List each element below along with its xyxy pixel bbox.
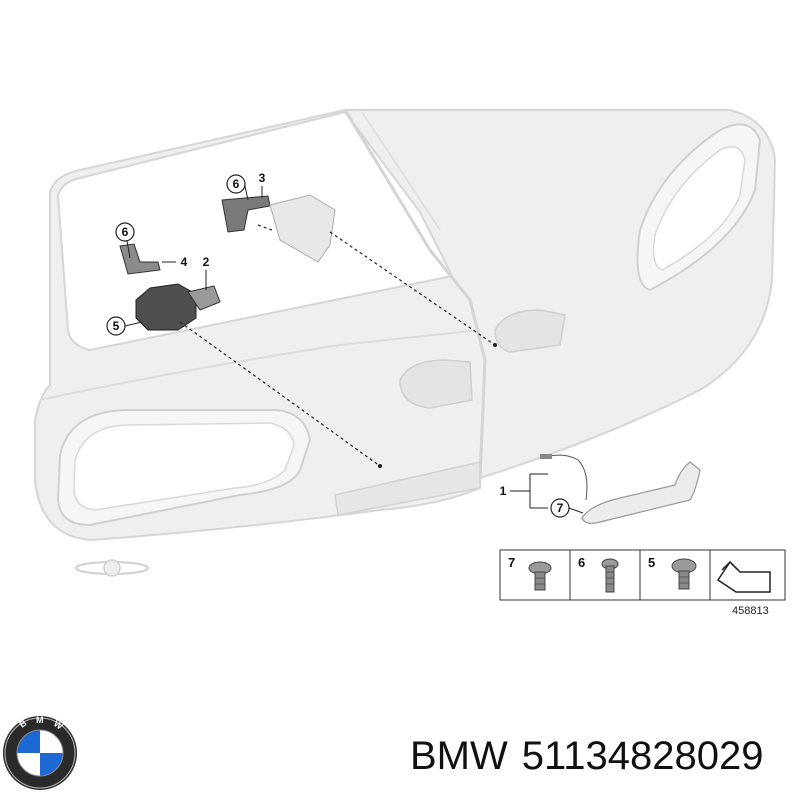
callout-6a: 6: [226, 174, 249, 201]
svg-text:6: 6: [233, 177, 240, 191]
screw-pan-head-icon: [671, 558, 697, 590]
svg-text:7: 7: [508, 555, 515, 570]
svg-text:6: 6: [578, 555, 585, 570]
part-number: 51134828029: [521, 734, 764, 778]
svg-text:3: 3: [259, 171, 266, 185]
callout-5: 5: [106, 316, 143, 336]
svg-text:M: M: [36, 715, 44, 725]
callout-7: 7: [550, 498, 584, 518]
callout-1: 1: [500, 473, 548, 509]
vehicle-rear-body: [34, 109, 777, 577]
svg-text:6: 6: [122, 225, 129, 239]
parts-legend: 7 6 5: [499, 549, 786, 601]
callout-3: 3: [259, 171, 266, 198]
leader-lines: [179, 224, 496, 467]
screw-long-icon: [601, 558, 619, 593]
callout-2: 2: [203, 255, 210, 290]
brand-name: BMW: [410, 734, 508, 778]
callout-6b: 6: [115, 222, 135, 259]
latch-part-3: [221, 194, 336, 263]
svg-text:4: 4: [181, 255, 188, 269]
legend-item-6: 6: [578, 555, 619, 593]
screw-flat-head-icon: [528, 561, 552, 591]
svg-text:5: 5: [648, 555, 655, 570]
diagram-number: 458813: [732, 605, 769, 617]
svg-text:1: 1: [500, 484, 507, 498]
bracket-part-4: [119, 243, 161, 275]
legend-item-5: 5: [648, 555, 697, 590]
callout-4: 4: [162, 255, 188, 269]
handle-part-1: [540, 454, 701, 524]
svg-text:B: B: [17, 717, 28, 729]
trunk-arrow-icon: [716, 560, 771, 593]
bracket-part-2: [187, 285, 221, 311]
brand-part-number: BMW 51134828029: [410, 734, 778, 779]
svg-text:2: 2: [203, 255, 210, 269]
svg-text:5: 5: [113, 319, 120, 333]
bmw-logo: B M W: [3, 715, 77, 790]
svg-text:7: 7: [557, 501, 564, 515]
legend-item-7: 7: [508, 555, 552, 591]
